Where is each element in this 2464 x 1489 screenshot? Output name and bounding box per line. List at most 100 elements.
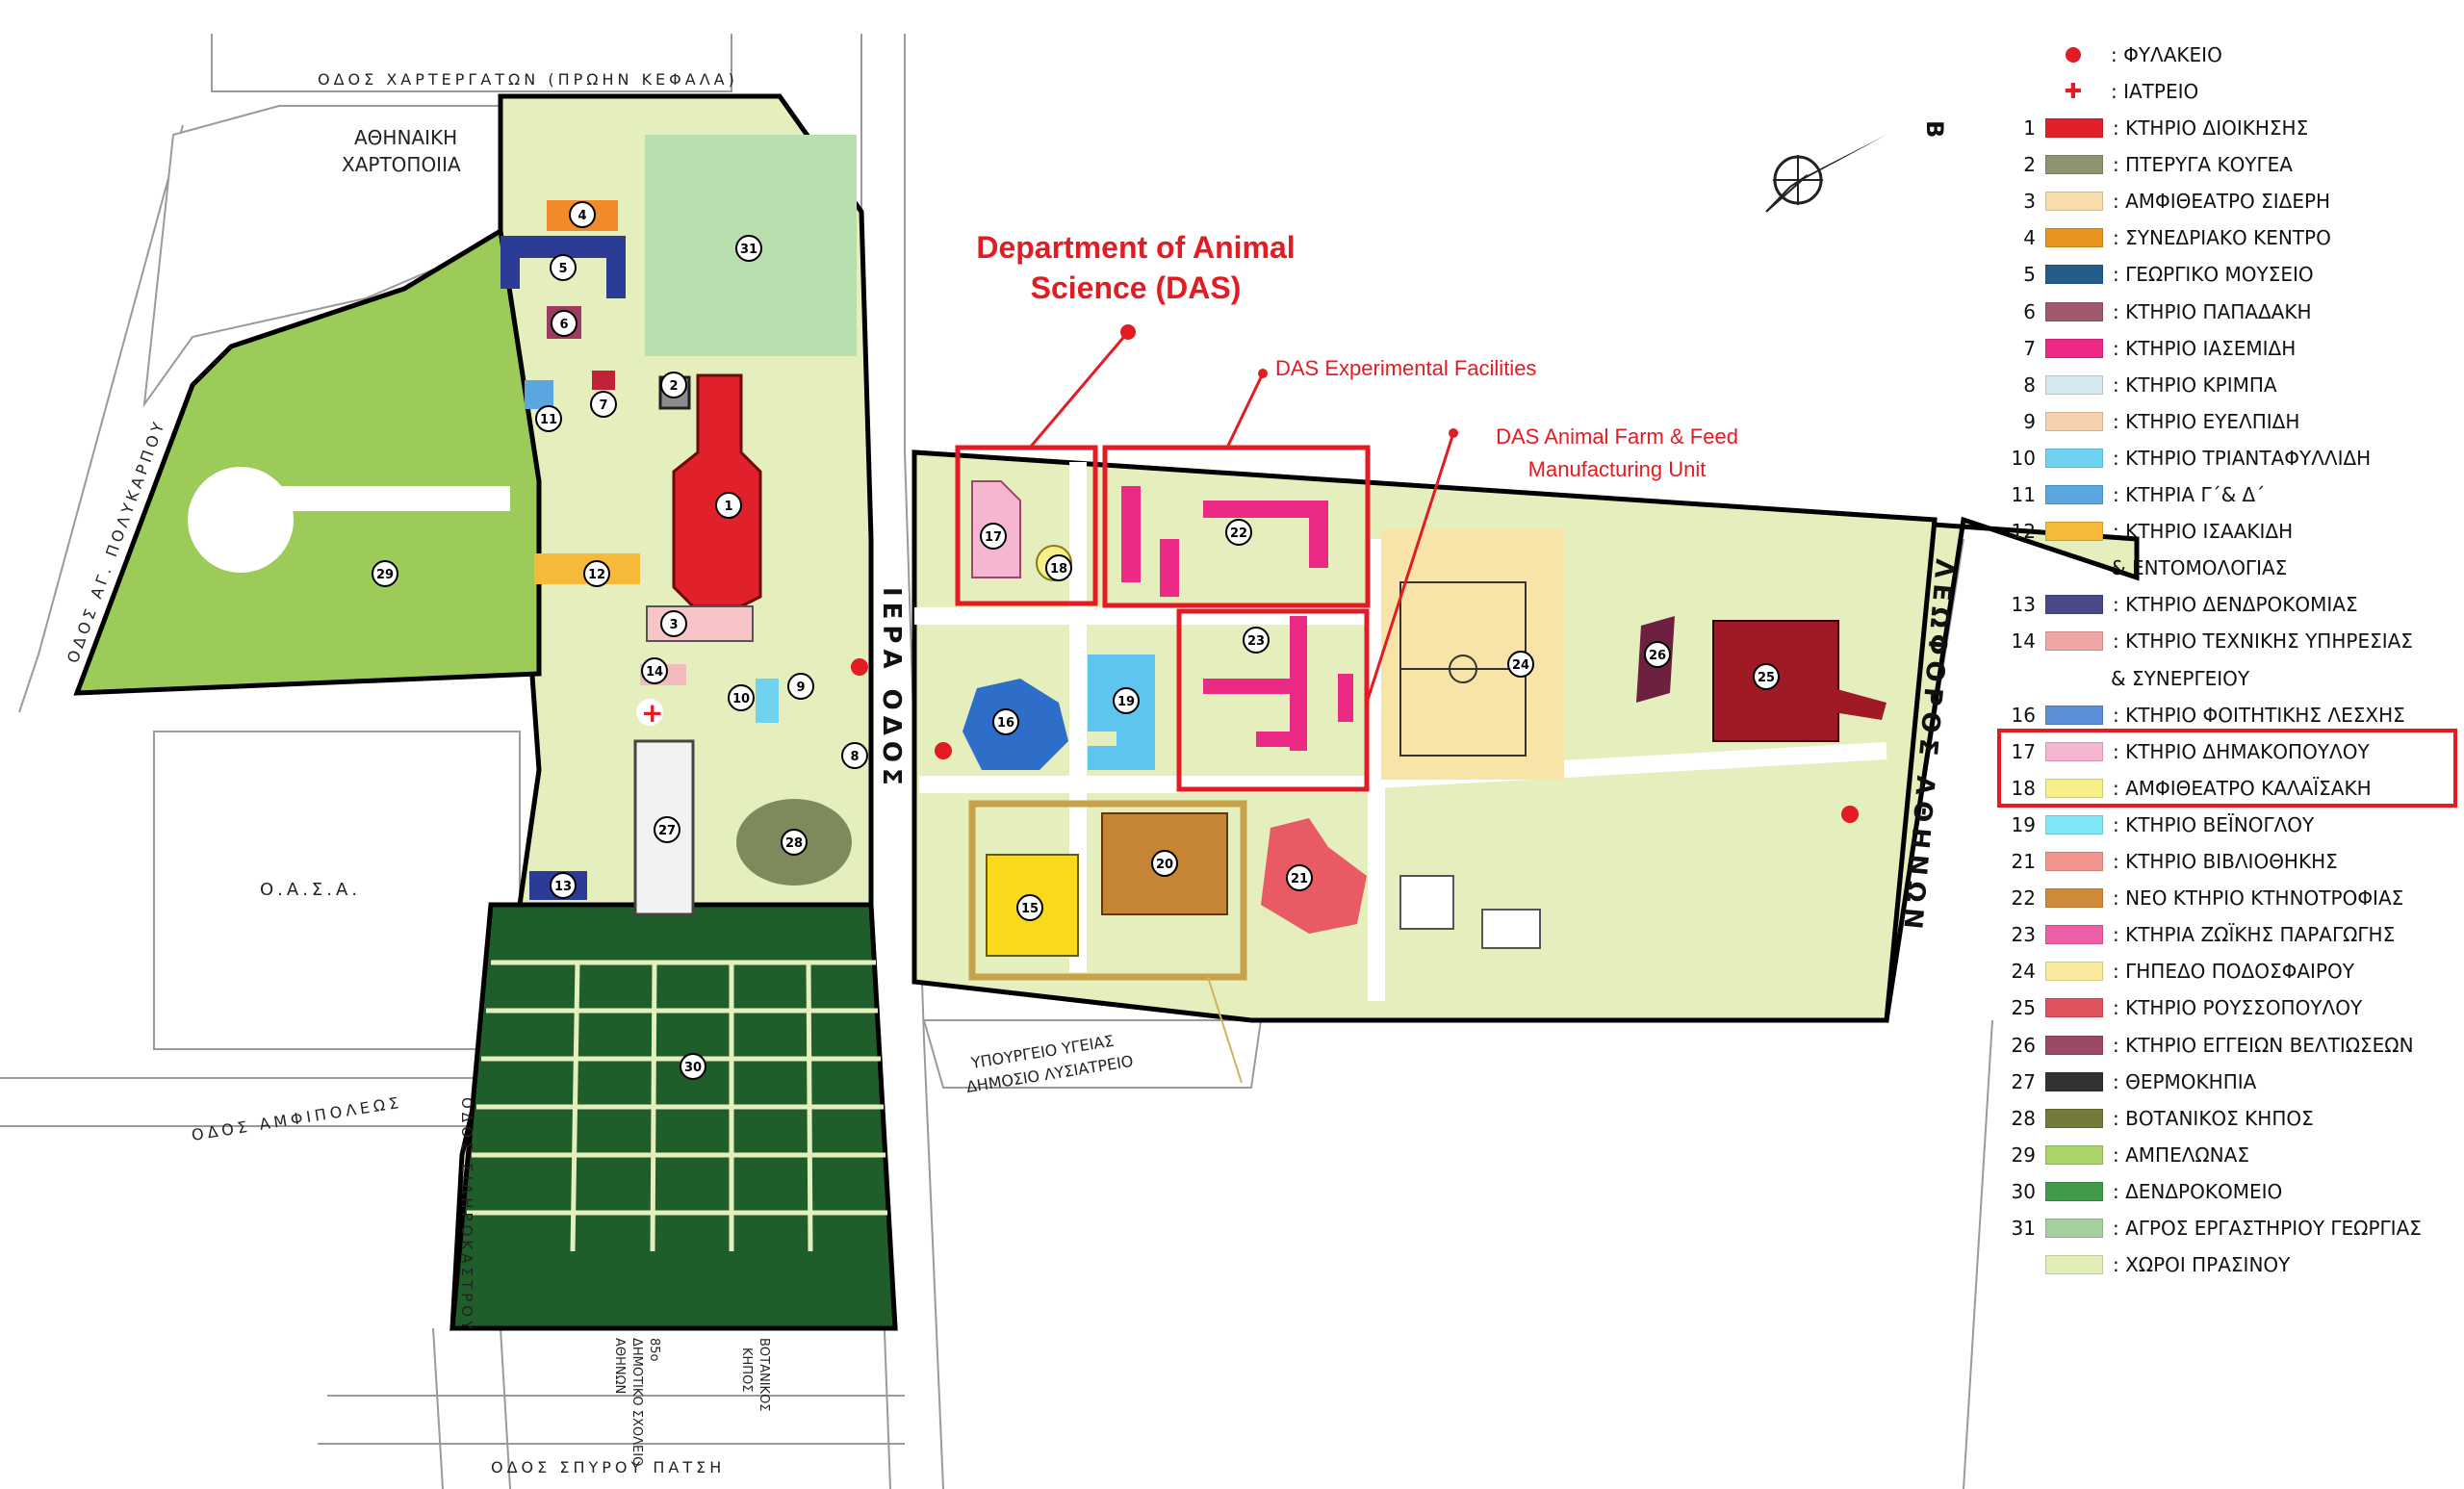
farm-label-line1: DAS Animal Farm & Feed <box>1496 424 1738 449</box>
building-badge-circle <box>550 254 577 281</box>
legend-swatch <box>2045 778 2103 798</box>
building-11 <box>525 380 553 409</box>
das-box <box>955 445 1098 606</box>
legend-swatch <box>2045 1071 2103 1091</box>
legend-item: : ΧΩΡΟΙ ΠΡΑΣΙΝΟΥ <box>1997 1246 2459 1283</box>
legend-label: : ΘΕΡΜΟΚΗΠΙΑ <box>2113 1069 2257 1093</box>
legend-num: 16 <box>2011 703 2036 727</box>
legend-swatch <box>2045 448 2103 468</box>
building-number-label: 28 <box>785 836 803 851</box>
gold-line <box>1207 976 1243 1084</box>
legend-swatch <box>2045 998 2103 1018</box>
legend-label: : ΧΩΡΟΙ ΠΡΑΣΙΝΟΥ <box>2113 1253 2291 1277</box>
building-badge-circle <box>781 829 808 856</box>
building-25-wing <box>1834 688 1886 720</box>
legend-label: & ΣΥΝΕΡΓΕΙΟΥ <box>2111 666 2250 690</box>
legend-item: & ΣΥΝΕΡΓΕΙΟΥ <box>1997 660 2459 697</box>
legend-item: 5: ΓΕΩΡΓΙΚΟ ΜΟΥΣΕΙΟ <box>1997 256 2459 293</box>
das-pin <box>1120 324 1136 340</box>
street-amfipoleos: ΟΔΟΣ ΑΜΦΙΠΟΛΕΩΣ <box>191 1093 404 1144</box>
building-10 <box>756 679 779 723</box>
place-school-2: ΔΗΜΟΤΙΚΟ ΣΧΟΛΕΙΟ <box>629 1338 644 1466</box>
building-number-label: 10 <box>732 692 750 706</box>
legend-label: : ΚΤΗΡΙΟ ΒΕΪΝΟΓΛΟΥ <box>2113 812 2315 836</box>
legend-label: & ΕΝΤΟΜΟΛΟΓΙΑΣ <box>2111 556 2288 580</box>
orchard-grid <box>467 960 887 1252</box>
legend-num: 27 <box>2011 1069 2036 1093</box>
place-school-3: ΑΘΗΝΩΝ <box>612 1338 627 1394</box>
legend-swatch <box>2045 888 2103 909</box>
building-number-label: 31 <box>740 243 757 257</box>
annotation-leaders <box>1028 331 1455 704</box>
legend-swatch <box>2045 522 2103 542</box>
building-badge-circle <box>1151 850 1178 877</box>
legend-label: : ΚΤΗΡΙΟ ΤΡΙΑΝΤΑΦΥΛΛΙΔΗ <box>2113 446 2372 470</box>
place-botanikos-2: ΚΗΠΟΣ <box>739 1348 754 1393</box>
legend-item: 30: ΔΕΝΔΡΟΚΟΜΕΙΟ <box>1997 1173 2459 1210</box>
das-title-line2: Science (DAS) <box>1030 270 1242 305</box>
legend-item: 7: ΚΤΗΡΙΟ ΙΑΣΕΜΙΔΗ <box>1997 330 2459 367</box>
place-school-1: 85ο <box>647 1338 661 1362</box>
legend-item: 9: ΚΤΗΡΙΟ ΕΥΕΛΠΙΔΗ <box>1997 403 2459 440</box>
street-iera-odos: ΙΕΡΑ ΟΔΟΣ <box>877 587 906 791</box>
legend-item: 2: ΠΤΕΡΥΓΑ ΚΟΥΓΕΑ <box>1997 146 2459 183</box>
street-bottom: ΟΔΟΣ ΣΠΥΡΟΥ ΠΑΤΣΗ <box>491 1458 725 1476</box>
legend-swatch <box>2045 338 2103 358</box>
building-badge-circle <box>1225 519 1252 546</box>
building-number-label: 25 <box>1758 671 1775 685</box>
legend-item: 14: ΚΤΗΡΙΟ ΤΕΧΝΙΚΗΣ ΥΠΗΡΕΣΙΑΣ <box>1997 623 2459 659</box>
building-21 <box>1261 818 1367 934</box>
legend-label: : ΚΤΗΡΙΟ ΔΙΟΙΚΗΣΗΣ <box>2113 116 2309 140</box>
building-badge-circle <box>980 523 1007 550</box>
legend-num: 12 <box>2011 520 2036 544</box>
legend-item: 1 : ΚΤΗΡΙΟ ΔΙΟΙΚΗΣΗΣ <box>1997 110 2459 146</box>
legend-num: 29 <box>2011 1142 2036 1167</box>
legend-label: : ΚΤΗΡΙΟ ΔΕΝΔΡΟΚΟΜΙΑΣ <box>2113 593 2358 617</box>
building-number-label: 4 <box>578 209 586 223</box>
legend-item: 3: ΑΜΦΙΘΕΑΤΡΟ ΣΙΔΕΡΗ <box>1997 183 2459 219</box>
legend-label: : ΦΥΛΑΚΕΙΟ <box>2111 43 2222 66</box>
legend-num: 1 <box>2023 116 2036 140</box>
building-number-label: 23 <box>1247 634 1265 649</box>
building-number-label: 12 <box>588 568 605 582</box>
building-number-label: 6 <box>559 318 568 332</box>
legend-swatch <box>2045 155 2103 175</box>
building-number-label: 24 <box>1512 658 1529 673</box>
legend-swatch <box>2045 265 2103 285</box>
legend-swatch <box>2045 118 2103 138</box>
legend-label: : ΔΕΝΔΡΟΚΟΜΕΙΟ <box>2113 1179 2283 1203</box>
building-number-label: 30 <box>684 1061 702 1075</box>
building-number-label: 20 <box>1156 858 1173 872</box>
building-number-label: 11 <box>540 413 557 427</box>
building-badge-circle <box>551 310 578 337</box>
legend-num: 21 <box>2011 850 2036 873</box>
building-22-23 <box>1121 486 1353 751</box>
legend-label: : ΝΕΟ ΚΤΗΡΙΟ ΚΤΗΝΟΤΡΟΦΙΑΣ <box>2113 886 2404 911</box>
legend-num: 24 <box>2011 960 2036 984</box>
farm-label: DAS Animal Farm & Feed Manufacturing Uni… <box>1453 421 1781 486</box>
compass-letter: B <box>1921 120 1948 138</box>
building-badge-circle <box>660 372 687 398</box>
building-number-label: 18 <box>1050 562 1067 577</box>
legend-label: : ΑΜΦΙΘΕΑΤΡΟ ΚΑΛΑΪΣΑΚΗ <box>2113 776 2372 800</box>
building-7 <box>592 371 615 390</box>
legend-item: 22: ΝΕΟ ΚΤΗΡΙΟ ΚΤΗΝΟΤΡΟΦΙΑΣ <box>1997 880 2459 916</box>
red-cross-icon <box>636 699 663 726</box>
legend-num: 18 <box>2011 776 2036 800</box>
das-title: Department of Animal Science (DAS) <box>934 227 1338 308</box>
legend-item: 13: ΚΤΗΡΙΟ ΔΕΝΔΡΟΚΟΜΙΑΣ <box>1997 586 2459 623</box>
legend-label: : ΚΤΗΡΙΟ ΙΑΣΕΜΙΔΗ <box>2113 336 2297 360</box>
legend-swatch <box>2045 925 2103 945</box>
legend-item: 31: ΑΓΡΟΣ ΕΡΓΑΣΤΗΡΙΟΥ ΓΕΩΡΓΙΑΣ <box>1997 1210 2459 1246</box>
experimental-label: DAS Experimental Facilities <box>1275 356 1537 380</box>
building-number-label: 15 <box>1021 902 1039 916</box>
building-badge-circle <box>1045 554 1072 581</box>
building-number-label: 19 <box>1117 695 1135 709</box>
building-5 <box>500 236 626 298</box>
legend-label: : ΑΜΦΙΘΕΑΤΡΟ ΣΙΔΕΡΗ <box>2113 190 2331 214</box>
building-number-label: 5 <box>558 262 567 276</box>
legend-item: 6: ΚΤΗΡΙΟ ΠΑΠΑΔΑΚΗ <box>1997 294 2459 330</box>
legend-label: : ΚΤΗΡΙΟ ΔΗΜΑΚΟΠΟΥΛΟΥ <box>2113 739 2370 763</box>
legend-item: 21: ΚΤΗΡΙΟ ΒΙΒΛΙΟΘΗΚΗΣ <box>1997 843 2459 880</box>
legend-label: : ΚΤΗΡΙΑ Γ΄& Δ΄ <box>2113 483 2266 506</box>
